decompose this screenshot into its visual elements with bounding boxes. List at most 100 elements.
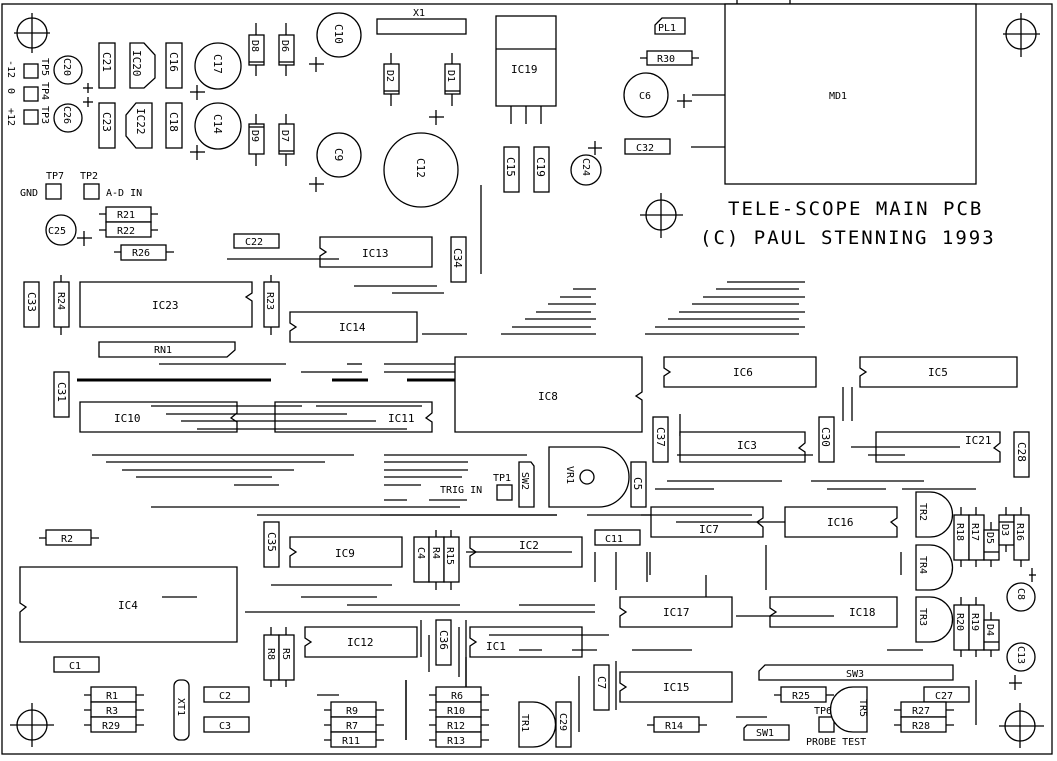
potentiometer-vr1[interactable] <box>548 446 630 508</box>
ic4[interactable] <box>19 566 238 643</box>
resistor-r14[interactable] <box>647 716 707 733</box>
capacitor-c32[interactable] <box>624 138 671 155</box>
capacitor-c17[interactable] <box>194 42 242 90</box>
capacitor-c11[interactable] <box>594 529 641 546</box>
capacitor-c6[interactable] <box>623 72 669 118</box>
capacitor-c12[interactable] <box>383 132 459 208</box>
diode-d2[interactable] <box>383 53 400 106</box>
ic8[interactable] <box>454 356 643 433</box>
capacitor-c15[interactable] <box>503 146 520 193</box>
capacitor-c35[interactable] <box>263 521 280 568</box>
ic11[interactable] <box>274 401 433 433</box>
transistor-tr3[interactable] <box>915 596 954 643</box>
diode-d8[interactable] <box>248 23 265 76</box>
resistor-r21[interactable] <box>99 206 158 223</box>
capacitor-c5[interactable] <box>630 461 647 508</box>
diode-d6[interactable] <box>278 23 295 76</box>
capacitor-c1[interactable] <box>53 656 100 673</box>
connector-pl1[interactable] <box>654 17 686 35</box>
capacitor-c3[interactable] <box>203 716 250 733</box>
capacitor-c9[interactable] <box>316 132 362 178</box>
diode-d4[interactable] <box>983 612 1000 657</box>
capacitor-c13[interactable] <box>1006 642 1036 672</box>
capacitor-c26[interactable] <box>53 103 83 133</box>
ic13[interactable] <box>319 236 433 268</box>
switch-sw3[interactable] <box>758 664 954 681</box>
resistor-r2[interactable] <box>39 529 99 546</box>
resistor-network-rn1[interactable] <box>98 341 236 358</box>
ic18[interactable] <box>769 596 898 628</box>
resistor-r22[interactable] <box>99 221 158 238</box>
capacitor-c8[interactable] <box>1006 582 1036 612</box>
diode-d3[interactable] <box>998 507 1015 552</box>
ic19[interactable] <box>495 15 557 124</box>
capacitor-c14[interactable] <box>194 102 242 150</box>
diode-d9[interactable] <box>248 114 265 166</box>
resistor-r5[interactable] <box>278 627 295 687</box>
switch-sw2[interactable] <box>518 461 535 508</box>
capacitor-c28[interactable] <box>1013 431 1030 478</box>
resistor-r4[interactable] <box>428 530 445 590</box>
crystal-xt1[interactable] <box>173 679 190 741</box>
capacitor-c31[interactable] <box>53 371 70 418</box>
capacitor-c7[interactable] <box>593 664 610 711</box>
capacitor-c10[interactable] <box>316 12 362 58</box>
resistor-r11[interactable] <box>324 731 384 748</box>
diode-d5[interactable] <box>983 522 1000 567</box>
crystal-x1[interactable] <box>376 18 467 35</box>
resistor-r10[interactable] <box>429 701 489 718</box>
test-point-tp7[interactable] <box>45 183 62 200</box>
capacitor-c20[interactable] <box>53 55 83 85</box>
capacitor-c18[interactable] <box>165 102 183 149</box>
capacitor-c37[interactable] <box>652 416 669 463</box>
resistor-r30[interactable] <box>640 50 699 66</box>
resistor-r23[interactable] <box>263 275 280 335</box>
ic16[interactable] <box>784 506 898 538</box>
ic20[interactable] <box>129 42 156 89</box>
resistor-r16[interactable] <box>1013 507 1030 567</box>
resistor-r25[interactable] <box>774 686 834 703</box>
test-point-tp2[interactable] <box>83 183 100 200</box>
capacitor-c22[interactable] <box>233 233 280 249</box>
capacitor-c4[interactable] <box>413 536 430 583</box>
capacitor-c25[interactable] <box>45 214 77 246</box>
capacitor-c23[interactable] <box>98 102 116 149</box>
capacitor-c16[interactable] <box>165 42 183 89</box>
resistor-r27[interactable] <box>894 701 954 718</box>
capacitor-c34[interactable] <box>450 236 467 283</box>
ic9[interactable] <box>289 536 403 568</box>
resistor-r1[interactable] <box>84 686 144 703</box>
test-point-tp5[interactable] <box>23 63 39 79</box>
resistor-r19[interactable] <box>968 597 985 657</box>
capacitor-c36[interactable] <box>435 619 452 666</box>
ic14[interactable] <box>289 311 418 343</box>
resistor-r15[interactable] <box>443 530 460 590</box>
diode-d1[interactable] <box>444 53 461 106</box>
capacitor-c30[interactable] <box>818 416 835 463</box>
resistor-r12[interactable] <box>429 716 489 733</box>
resistor-r7[interactable] <box>324 716 384 733</box>
ic6[interactable] <box>663 356 817 388</box>
ic23[interactable] <box>79 281 253 328</box>
capacitor-c29[interactable] <box>555 701 572 748</box>
capacitor-c2[interactable] <box>203 686 250 703</box>
resistor-r29[interactable] <box>84 716 144 733</box>
test-point-tp6[interactable] <box>818 716 835 733</box>
module-md1[interactable] <box>724 3 977 185</box>
transistor-tr5[interactable] <box>829 686 868 733</box>
test-point-tp4[interactable] <box>23 86 39 102</box>
capacitor-c21[interactable] <box>98 42 116 89</box>
ic15[interactable] <box>619 671 733 703</box>
ic22[interactable] <box>125 102 153 149</box>
resistor-r26[interactable] <box>114 244 174 261</box>
resistor-r13[interactable] <box>429 731 489 748</box>
transistor-tr1[interactable] <box>518 701 557 748</box>
diode-d7[interactable] <box>278 114 295 166</box>
test-point-tp3[interactable] <box>23 109 39 125</box>
resistor-r28[interactable] <box>894 716 954 733</box>
capacitor-c33[interactable] <box>23 281 40 328</box>
resistor-r18[interactable] <box>953 507 970 567</box>
ic12[interactable] <box>304 626 418 658</box>
ic17[interactable] <box>619 596 733 628</box>
capacitor-c19[interactable] <box>533 146 550 193</box>
